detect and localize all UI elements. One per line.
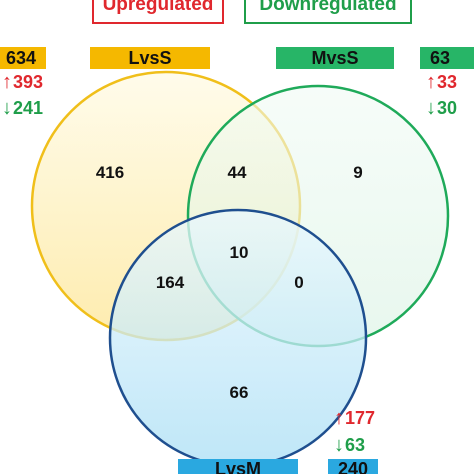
up-arrow-icon: ↑ bbox=[2, 71, 12, 93]
mvss-up-stat: ↑33 bbox=[426, 70, 457, 94]
lvsm-label: LvsM bbox=[214, 459, 261, 474]
lvss-up-stat: ↑393 bbox=[2, 70, 43, 94]
legend-upregulated-label: Upregulated bbox=[102, 0, 214, 15]
lvsm-total: 240 bbox=[337, 459, 369, 474]
down-arrow-icon: ↓ bbox=[426, 97, 436, 119]
mvss-label-bar: MvsS bbox=[276, 47, 394, 69]
region-lvss-mvss: 44 bbox=[228, 163, 247, 182]
mvss-label: MvsS bbox=[311, 47, 359, 68]
mvss-total: 63 bbox=[430, 47, 451, 68]
lvss-down-stat: ↓241 bbox=[2, 96, 43, 120]
lvsm-down-count: 63 bbox=[345, 435, 366, 455]
region-lvsm-only: 66 bbox=[230, 383, 249, 402]
mvss-total-badge: 63 bbox=[420, 47, 474, 69]
up-arrow-icon: ↑ bbox=[426, 71, 436, 93]
lvsm-total-badge: 240 bbox=[328, 459, 378, 474]
lvss-label-bar: LvsS bbox=[90, 47, 210, 69]
region-all-three: 10 bbox=[230, 243, 249, 262]
lvss-down-count: 241 bbox=[13, 98, 44, 118]
lvss-label: LvsS bbox=[128, 47, 172, 68]
lvsm-up-stat: ↑177 bbox=[334, 406, 375, 430]
region-mvss-only: 9 bbox=[353, 163, 362, 182]
down-arrow-icon: ↓ bbox=[334, 434, 344, 456]
lvsm-label-bar: LvsM bbox=[178, 459, 298, 474]
region-lvss-only: 416 bbox=[96, 163, 124, 182]
lvsm-down-stat: ↓63 bbox=[334, 433, 365, 457]
region-mvss-lvsm: 0 bbox=[294, 273, 303, 292]
lvss-total: 634 bbox=[6, 47, 37, 68]
legend-downregulated-label: Downregulated bbox=[259, 0, 397, 15]
lvsm-up-count: 177 bbox=[345, 408, 376, 428]
mvss-down-stat: ↓30 bbox=[426, 96, 457, 120]
down-arrow-icon: ↓ bbox=[2, 97, 12, 119]
region-lvss-lvsm: 164 bbox=[156, 273, 185, 292]
mvss-up-count: 33 bbox=[437, 72, 458, 92]
up-arrow-icon: ↑ bbox=[334, 407, 344, 429]
lvss-up-count: 393 bbox=[13, 72, 44, 92]
mvss-down-count: 30 bbox=[437, 98, 458, 118]
legend-upregulated: Upregulated bbox=[92, 0, 224, 24]
legend-downregulated: Downregulated bbox=[244, 0, 412, 24]
lvss-total-badge: 634 bbox=[0, 47, 46, 69]
